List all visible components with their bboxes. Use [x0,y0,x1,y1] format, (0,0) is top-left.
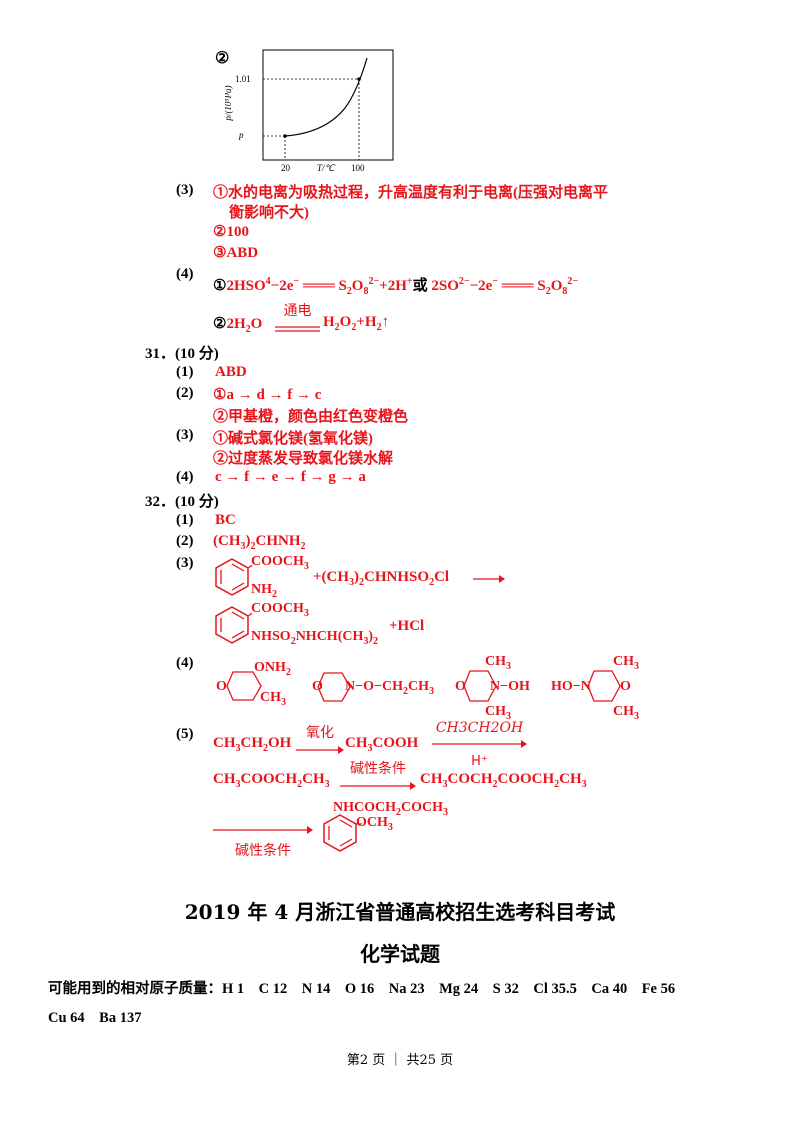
q31-2-number: (2) [176,385,194,401]
isomer-1-onh2: ONH2 [254,660,291,678]
q30-4-equation-2: ②2H2O [213,316,263,335]
route-oxidation-arrow: 氧化 [296,722,344,760]
route-acetoacetate: CH3COCH2COOCH2CH3 [420,771,587,790]
reactant-nh2: NH2 [251,582,277,600]
q30-4-number: (4) [176,266,194,282]
graph-xtick-left: 20 [281,163,291,173]
q31-4-number: (4) [176,469,194,485]
q32-header: 32．(10 分) [145,494,219,510]
isomer-4-ch3-bottom: CH3 [613,704,639,722]
isomer-3-noh: N−OH [490,679,530,694]
isomer-4-o: O [620,679,631,694]
final-product-och3: OCH3 [356,815,393,833]
q31-header: 31．(10 分) [145,346,219,362]
q30-3-answer-2: ②100 [213,224,249,240]
graph-ytick-low: p [238,130,244,140]
reaction-arrow-3 [473,575,505,583]
q32-2-number: (2) [176,533,194,549]
atomic-masses-line-1: 可能用到的相对原子质量：H 1 C 12 N 14 O 16 Na 23 Mg … [48,981,676,997]
route-ethanol: CH3CH2OH [213,735,292,754]
vapor-pressure-graph: p/(10⁵Pa) 1.01 p 20 T/℃ 100 [225,49,394,173]
q30-4-electrolysis-condition: 通电 [275,303,320,332]
graph-frame [262,49,394,161]
q30-3-answer-1: ①水的电离为吸热过程，升高温度有利于电离(压强对电离平 [213,185,608,201]
route-ethyl-acetate: CH3COOCH2CH3 [213,771,330,790]
final-product-top: NHCOCH2COCH3 [333,800,448,818]
graph-xlabel: T/℃ [317,163,336,173]
graph-ytick-top: 1.01 [235,74,251,84]
graph-curve [284,57,368,137]
q31-1-number: (1) [176,364,194,380]
isomer-3-o: O [455,679,466,694]
q32-1-answer: BC [215,512,236,528]
route-acetic-acid: CH3COOH [345,735,419,754]
graph-point-right [357,77,361,81]
q31-3-number: (3) [176,427,194,443]
product-coome: COOCH3 [251,601,309,619]
isomer-1-ch3: CH3 [260,690,286,708]
isomer-4-ring [587,670,621,702]
route-esterification-arrow: CH3CH2OH H⁺ [432,720,527,769]
graph-ylabel: p/(10⁵Pa) [225,85,233,121]
q32-3-number: (3) [176,555,194,571]
exam-subtitle: 化学试题 [360,942,440,966]
graph-point-left [283,134,287,138]
graph-xtick-right: 100 [351,163,365,173]
q31-2-answer-2: ②甲基橙，颜色由红色变橙色 [213,409,409,425]
benzene-ring-product [215,606,252,644]
q30-3-answer-1b: 衡影响不大) [229,205,309,221]
isomer-2-ring [317,672,351,702]
q31-4-sequence: c → f → e → f → g → a [215,469,366,485]
q32-4-number: (4) [176,655,194,671]
q32-5-number: (5) [176,726,194,742]
isomer-2-o: O [312,679,323,694]
q31-2-sequence: ①a → d → f → c [213,387,322,403]
atomic-masses-line-2: Cu 64 Ba 137 [48,1010,142,1026]
isomer-4-hon: HO−N [551,679,591,694]
isomer-1-o: O [216,679,227,694]
q30-3-number: (3) [176,182,194,198]
product-sulfonamide: NHSO2NHCH(CH3)2 [251,629,379,647]
graph-marker: ② [215,50,230,67]
q31-1-answer: ABD [215,364,247,380]
isomer-4-ch3-top: CH3 [613,654,639,672]
route-base-arrow-2: 碱性条件 [213,822,313,860]
isomer-1-ring [226,671,262,701]
page-footer: 第2 页 ｜ 共25 页 [346,1053,454,1068]
q32-2-answer: (CH3)2CHNH2 [213,533,306,552]
q31-3-answer-1: ①碱式氯化镁(氢氧化镁) [213,431,373,447]
q30-3-answer-3: ③ABD [213,245,259,261]
product-hcl: +HCl [389,618,425,634]
isomer-2-chain: N−O−CH2CH3 [345,679,434,697]
isomer-3-ch3-top: CH3 [485,654,511,672]
reactant-coome: COOCH3 [251,554,309,572]
route-base-arrow-1: 碱性条件 [340,758,416,796]
isomer-3-ch3-bottom: CH3 [485,704,511,722]
isomer-3-ring [463,670,497,702]
benzene-ring-reactant [215,558,252,596]
q32-1-number: (1) [176,512,194,528]
exam-title: 2019 年 4 月浙江省普通高校招生选考科目考试 [184,900,616,924]
final-product-ring [323,814,362,852]
q30-4-equation-2-products: H2O2+H2↑ [323,314,390,333]
q30-4-equation-1: ①2HSO4−2e− ═══ S2O82−+2H+或 2SO2−−2e− ═══… [213,276,579,297]
reactant-sulfonyl: +(CH3)2CHNHSO2Cl [313,569,450,588]
q31-3-answer-2: ②过度蒸发导致氯化镁水解 [213,451,394,467]
